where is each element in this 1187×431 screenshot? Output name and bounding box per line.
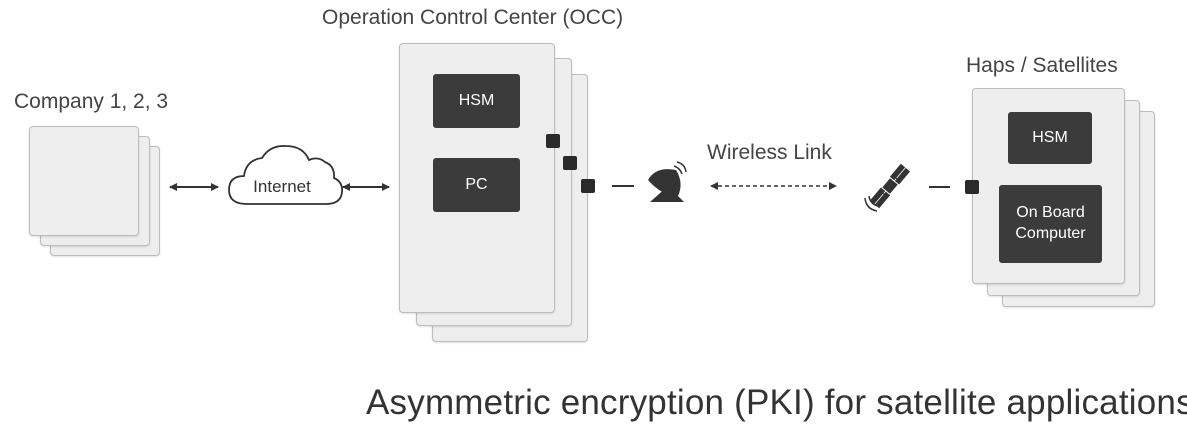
- occ-pc-box: PC: [433, 158, 520, 212]
- occ-port-3: [581, 179, 595, 193]
- company-title: Company 1, 2, 3: [14, 90, 169, 113]
- obc-label-line2: Computer: [1015, 225, 1086, 242]
- internet-label: Internet: [253, 177, 311, 196]
- occ-port-1: [546, 134, 560, 148]
- sat-hsm-label: HSM: [1032, 128, 1068, 146]
- obc-label-line1: On Board: [1016, 204, 1085, 222]
- sat-port: [965, 180, 979, 194]
- occ-hsm-box: HSM: [433, 74, 520, 128]
- sat-hsm-box: HSM: [1008, 112, 1092, 164]
- occ-port-2: [563, 156, 577, 170]
- cloud-icon: [228, 145, 343, 205]
- satellite-icon: [869, 163, 911, 209]
- satellite-dish-icon: [648, 161, 687, 202]
- wireless-link-label: Wireless Link: [707, 141, 832, 164]
- satellite-signal-icon: [868, 195, 879, 207]
- occ-title: Operation Control Center (OCC): [322, 6, 624, 29]
- company-card-1: [29, 126, 139, 236]
- occ-pc-label: PC: [465, 175, 488, 193]
- diagram-caption: Asymmetric encryption (PKI) for satellit…: [366, 383, 1187, 422]
- obc-box: On Board Computer: [999, 185, 1102, 263]
- haps-title: Haps / Satellites: [966, 54, 1118, 77]
- occ-hsm-label: HSM: [458, 91, 495, 109]
